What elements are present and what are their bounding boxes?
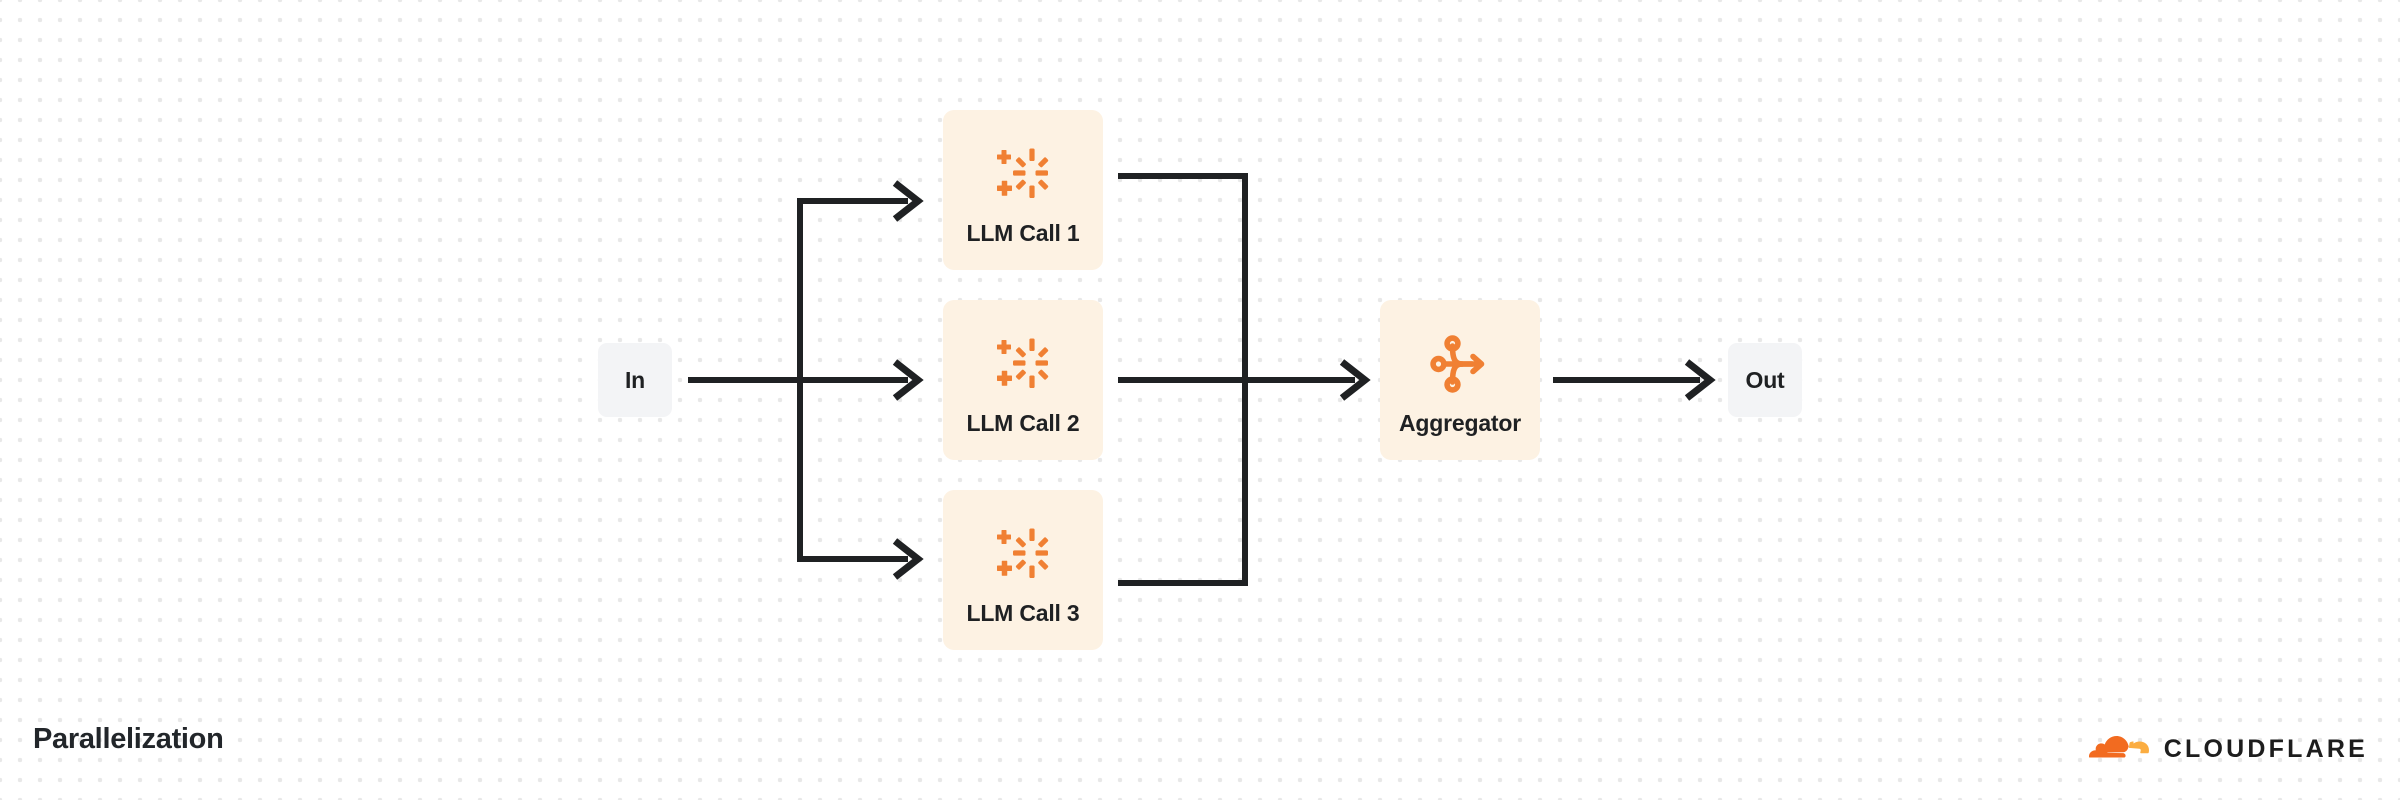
arrowhead-aggregator	[1339, 359, 1371, 401]
cloudflare-wordmark: CLOUDFLARE	[2163, 734, 2368, 763]
node-input[interactable]: In	[598, 343, 672, 417]
diagram-title: Parallelization	[33, 723, 224, 755]
arrowhead-out	[1684, 359, 1716, 401]
node-output-label: Out	[1745, 366, 1785, 393]
node-llm-call-2[interactable]: LLM Call 2	[943, 300, 1103, 460]
cloudflare-logo: CLOUDFLARE	[2088, 727, 2368, 771]
node-aggregator[interactable]: Aggregator	[1380, 300, 1540, 460]
node-llm-call-3[interactable]: LLM Call 3	[943, 490, 1103, 650]
node-llm-call-3-label: LLM Call 3	[966, 599, 1080, 626]
node-aggregator-label: Aggregator	[1399, 409, 1521, 436]
arrowhead-llm-call-3	[892, 538, 924, 580]
ai-sparkle-icon	[991, 142, 1055, 206]
node-input-label: In	[624, 366, 646, 393]
node-llm-call-1[interactable]: LLM Call 1	[943, 110, 1103, 270]
node-llm-call-1-label: LLM Call 1	[966, 219, 1080, 246]
merge-arrow-icon	[1428, 332, 1492, 396]
arrowhead-llm-call-1	[892, 180, 924, 222]
cloudflare-cloud-icon	[2088, 732, 2151, 766]
node-output[interactable]: Out	[1728, 343, 1802, 417]
node-llm-call-2-label: LLM Call 2	[966, 409, 1080, 436]
ai-sparkle-icon	[991, 522, 1055, 586]
arrowhead-llm-call-2	[892, 359, 924, 401]
ai-sparkle-icon	[991, 332, 1055, 396]
